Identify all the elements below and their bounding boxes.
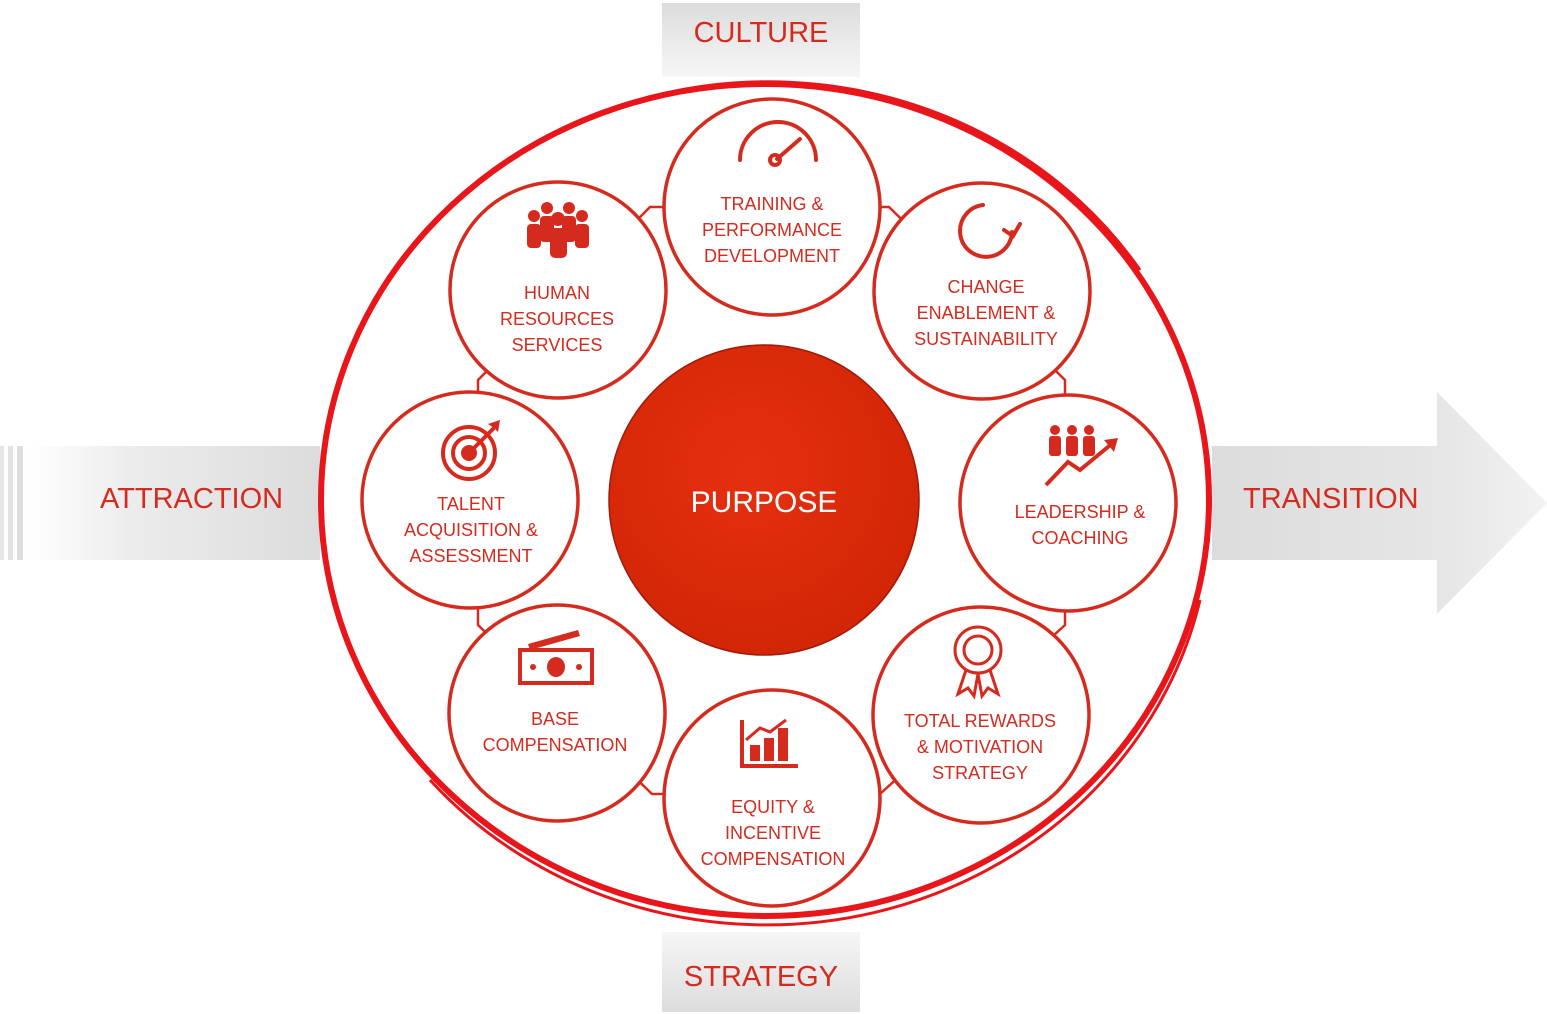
- node-circle-rewards: [871, 605, 1091, 825]
- strategy-label: STRATEGY: [683, 960, 839, 993]
- node-label-training: TRAINING & PERFORMANCE DEVELOPMENT: [701, 194, 842, 266]
- node-label-talent: TALENT ACQUISITION & ASSESSMENT: [403, 494, 538, 566]
- bar-chart-growth-icon: [740, 718, 798, 768]
- transition-arrow: [1212, 392, 1547, 614]
- node-circle-base: [447, 603, 667, 823]
- node-circle-equity: [662, 688, 882, 908]
- node-circle-talent: [360, 390, 580, 610]
- node-circle-leadership: [958, 393, 1178, 613]
- purpose-label: PURPOSE: [690, 486, 838, 519]
- gauge-icon: [738, 120, 818, 167]
- purpose-circle: [608, 344, 920, 656]
- people-group-icon: [527, 202, 589, 258]
- refresh-arrow-icon: [958, 203, 1022, 259]
- transition-label: TRANSITION: [1243, 483, 1419, 515]
- node-label-change: CHANGE ENABLEMENT & SUSTAINABILITY: [914, 277, 1058, 349]
- target-icon: [441, 420, 500, 481]
- node-label-equity: EQUITY & INCENTIVE COMPENSATION: [700, 797, 846, 869]
- strategy-bar: STRATEGY: [662, 932, 860, 1012]
- node-circle-change: [872, 181, 1092, 401]
- node-circle-hr: [448, 180, 668, 400]
- cash-bills-icon: [518, 630, 594, 685]
- team-growth-chart-icon: [1044, 425, 1118, 487]
- award-ribbon-icon: [953, 625, 1003, 700]
- node-label-hr: HUMAN RESOURCES SERVICES: [499, 283, 615, 355]
- node-label-base: BASE COMPENSATION: [482, 709, 628, 755]
- attraction-arrow: [0, 446, 320, 560]
- attraction-label: ATTRACTION: [100, 483, 284, 515]
- culture-label: CULTURE: [693, 16, 829, 49]
- node-label-rewards: TOTAL REWARDS & MOTIVATION STRATEGY: [903, 711, 1056, 783]
- culture-bar: CULTURE: [662, 3, 860, 77]
- node-label-leadership: LEADERSHIP & COACHING: [1014, 502, 1146, 548]
- node-circles: [360, 97, 1178, 908]
- node-circle-training: [662, 97, 882, 317]
